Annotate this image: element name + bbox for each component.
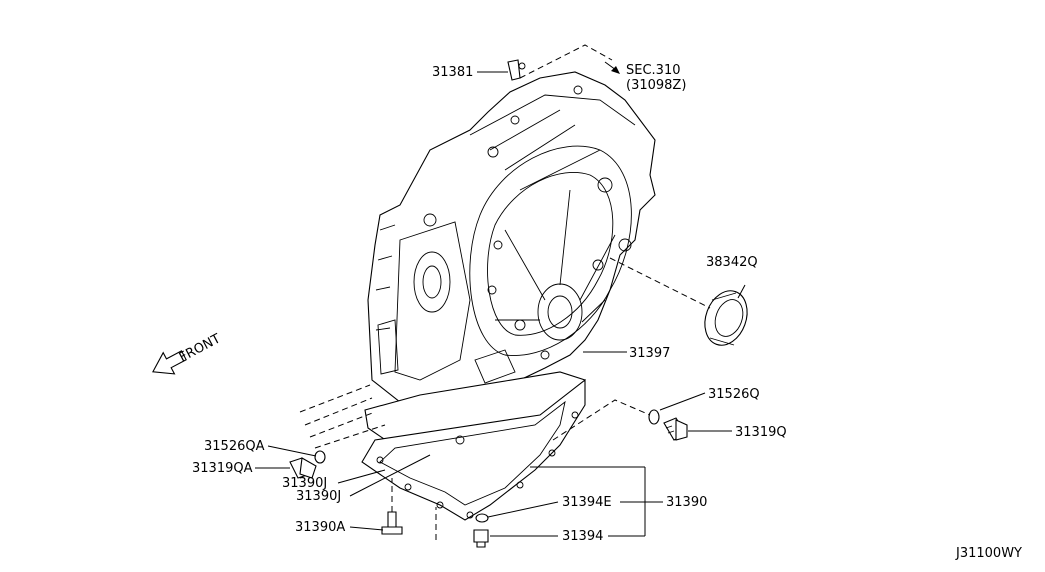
front-direction-arrow-icon [152, 350, 187, 375]
dashed-assembly-lines [299, 44, 711, 540]
transmission-case-drawing [367, 71, 656, 421]
callout-31397: 31397 [629, 346, 670, 361]
callout-sec-ref-line2: (31098Z) [626, 78, 686, 93]
section-arrow-icon [604, 61, 620, 74]
bolt-31390a [381, 511, 403, 535]
callout-31394: 31394 [562, 529, 603, 544]
callout-31394e: 31394E [562, 495, 612, 510]
callout-31390: 31390 [666, 495, 707, 510]
plug-31394 [473, 529, 489, 548]
washer-31526q [648, 409, 660, 425]
drain-plug-31319qa [289, 457, 317, 479]
front-label: FRONT [177, 331, 223, 365]
callout-31319qa: 31319QA [192, 461, 253, 476]
callout-31381: 31381 [432, 65, 473, 80]
oil-seal-drawing [704, 290, 748, 346]
callout-31390a: 31390A [295, 520, 345, 535]
callout-31390j-1: 31390J [282, 476, 327, 491]
drain-plug-31319q [663, 417, 688, 441]
callout-31526qa: 31526QA [204, 439, 265, 454]
diagram-code: J31100WY [955, 546, 1022, 561]
callout-38342q: 38342Q [706, 255, 758, 270]
callout-31390j-2: 31390J [296, 489, 341, 504]
oil-pan-drawing [361, 371, 586, 521]
washer-31394e [475, 513, 489, 523]
callout-31319q: 31319Q [735, 425, 787, 440]
callout-sec-ref-line1: SEC.310 [626, 63, 681, 78]
washer-31526qa [314, 450, 326, 464]
callout-31526q: 31526Q [708, 387, 760, 402]
leader-lines [255, 71, 746, 537]
